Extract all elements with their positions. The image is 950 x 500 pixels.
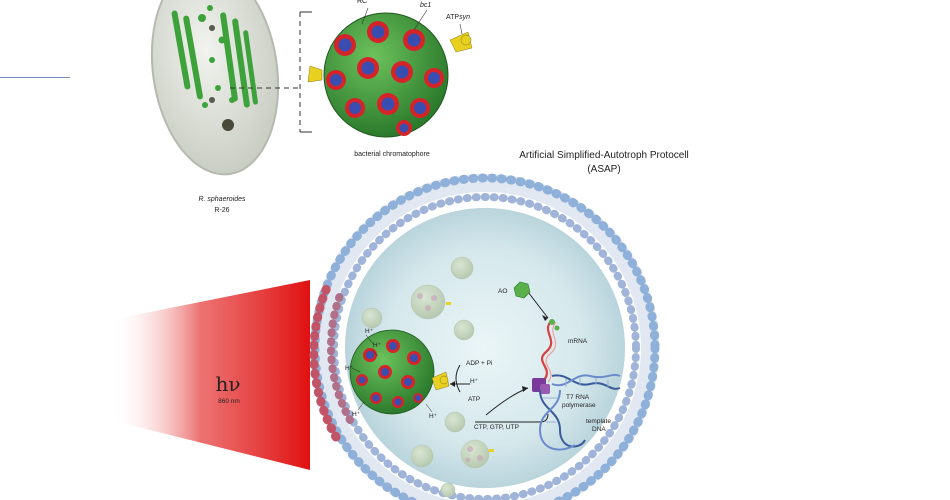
label-template-line2: DNA xyxy=(592,426,606,433)
label-h-plus-5: H⁺ xyxy=(429,413,438,420)
label-h-plus-3: H⁺ xyxy=(345,365,354,372)
label-atpsyn: ATPsyn xyxy=(446,14,470,21)
ao-molecule xyxy=(513,281,531,299)
label-strain: R-26 xyxy=(214,207,230,214)
template-dna xyxy=(538,373,621,451)
label-h-plus-2: H⁺ xyxy=(373,342,382,349)
label-h-plus-right: H⁺ xyxy=(470,378,479,385)
mrna-strand xyxy=(540,319,557,383)
t7-polymerase xyxy=(532,378,550,394)
label-h-plus-4: H⁺ xyxy=(352,411,361,418)
label-ntps: CTP, GTP, UTP xyxy=(474,424,519,431)
label-t7-line2: polymerase xyxy=(562,402,596,409)
zoom-bracket xyxy=(230,11,312,133)
atp-synthase-large xyxy=(307,31,473,83)
asap-acronym: (ASAP) xyxy=(587,164,621,175)
chromatophore-protocell xyxy=(349,329,450,415)
label-wavelength: 860 nm xyxy=(218,398,240,405)
label-atpsyn-prefix: ATP xyxy=(446,14,460,21)
header-rule xyxy=(0,77,70,78)
label-organism: R. sphaeroides xyxy=(198,196,246,203)
bacterium-cell xyxy=(150,0,280,176)
reaction-centers xyxy=(326,21,444,136)
label-bc1: bc1 xyxy=(420,2,432,9)
label-template-line1: template xyxy=(586,418,611,425)
label-adp-pi: ADP + Pi xyxy=(466,360,493,367)
protocell-membrane xyxy=(309,173,660,500)
label-h-plus-1: H⁺ xyxy=(365,328,374,335)
warm-lipid-arc xyxy=(309,280,341,442)
label-atpsyn-suffix: syn xyxy=(459,14,471,21)
light-symbol: hν xyxy=(215,372,241,396)
dark-granule xyxy=(222,119,234,131)
label-t7-line1: T7 RNA xyxy=(566,394,590,401)
atp-synthase-protocell xyxy=(431,371,450,391)
label-mrna: mRNA xyxy=(568,338,588,345)
light-beam xyxy=(110,280,310,470)
label-ao: AO xyxy=(498,288,508,295)
label-chromatophore: bacterial chromatophore xyxy=(354,151,430,158)
label-atp: ATP xyxy=(468,396,481,403)
chromatophore-large xyxy=(307,7,473,138)
asap-title: Artificial Simplified-Autotroph Protocel… xyxy=(519,150,689,161)
label-rc: RC xyxy=(357,0,368,5)
intracytoplasmic-membranes xyxy=(171,5,258,108)
